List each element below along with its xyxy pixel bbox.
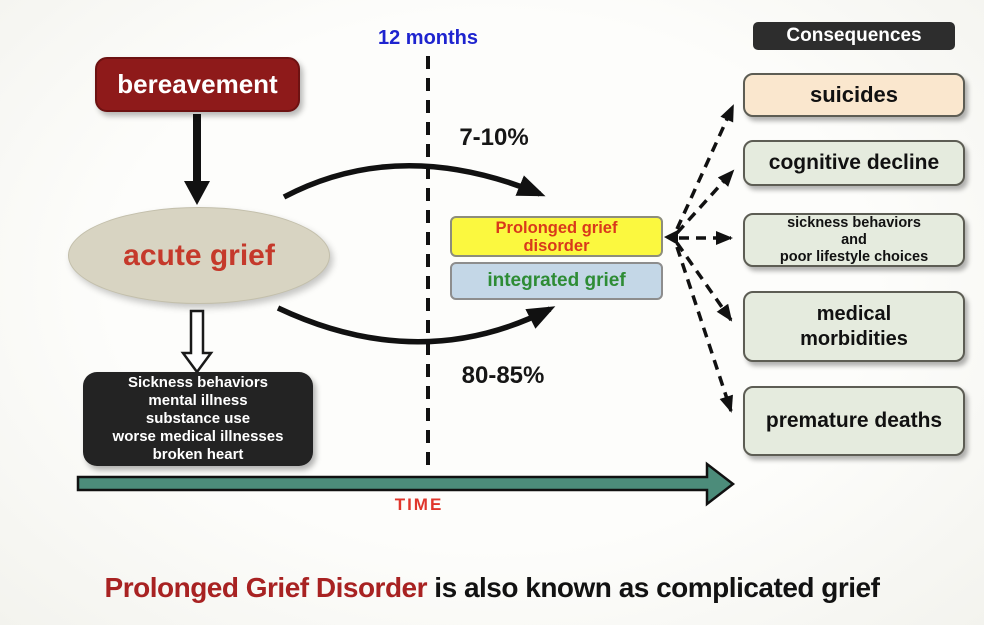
- caption-highlight: Prolonged Grief Disorder: [104, 571, 428, 603]
- fan-origin-arrowhead: [664, 230, 678, 245]
- acute-grief-symptoms-node: Sickness behaviors mental illness substa…: [83, 372, 313, 466]
- integrated-rate-label: 80-85%: [461, 362, 545, 389]
- pgd-rate-label: 7-10%: [459, 124, 529, 151]
- arrow-to-suicides: [675, 104, 735, 230]
- acute-grief-node: acute grief: [68, 207, 330, 304]
- arrow-to-premature-deaths: [675, 246, 733, 413]
- acute-to-integrated-curve-arrow: [276, 305, 556, 345]
- prolonged-grief-disorder-label: Prolonged grief disorder: [495, 218, 618, 255]
- bereavement-to-acute-arrow: [184, 114, 210, 205]
- consequence-arrows: [675, 104, 735, 413]
- consequence-cognitive-decline-label: cognitive decline: [768, 151, 940, 174]
- consequence-sickness-behaviors-label: sickness behaviors and poor lifestyle ch…: [779, 214, 929, 265]
- consequence-suicides: suicides: [743, 73, 965, 117]
- acute-to-pgd-curve-arrow: [282, 163, 546, 200]
- caption: Prolonged Grief Disorder is also known a…: [0, 560, 984, 615]
- diagram-arrows: [76, 56, 736, 507]
- acute-grief-label: acute grief: [123, 238, 275, 272]
- twelve-months-label: 12 months: [377, 26, 479, 49]
- acute-to-symptoms-arrow: [180, 309, 214, 375]
- consequence-medical-morbidities: medical morbidities: [743, 291, 965, 362]
- bereavement-label: bereavement: [117, 69, 278, 99]
- acute-grief-symptoms-label: Sickness behaviors mental illness substa…: [112, 374, 284, 463]
- consequence-suicides-label: suicides: [809, 82, 899, 107]
- consequence-medical-morbidities-label: medical morbidities: [800, 302, 908, 350]
- consequence-premature-deaths: premature deaths: [743, 386, 965, 456]
- arrow-to-cognitive-decline: [675, 169, 735, 235]
- consequence-cognitive-decline: cognitive decline: [743, 140, 965, 186]
- consequences-header: Consequences: [753, 22, 955, 50]
- integrated-grief-node: integrated grief: [450, 262, 663, 300]
- time-axis-arrow: [76, 461, 736, 507]
- caption-rest: is also known as complicated grief: [427, 571, 880, 603]
- bereavement-node: bereavement: [95, 57, 300, 112]
- integrated-grief-label: integrated grief: [487, 270, 626, 291]
- arrow-to-medical-morbidities: [675, 241, 733, 322]
- consequence-sickness-behaviors: sickness behaviors and poor lifestyle ch…: [743, 213, 965, 267]
- time-axis-label: TIME: [394, 495, 444, 514]
- consequence-premature-deaths-label: premature deaths: [765, 409, 943, 432]
- prolonged-grief-disorder-node: Prolonged grief disorder: [450, 216, 663, 257]
